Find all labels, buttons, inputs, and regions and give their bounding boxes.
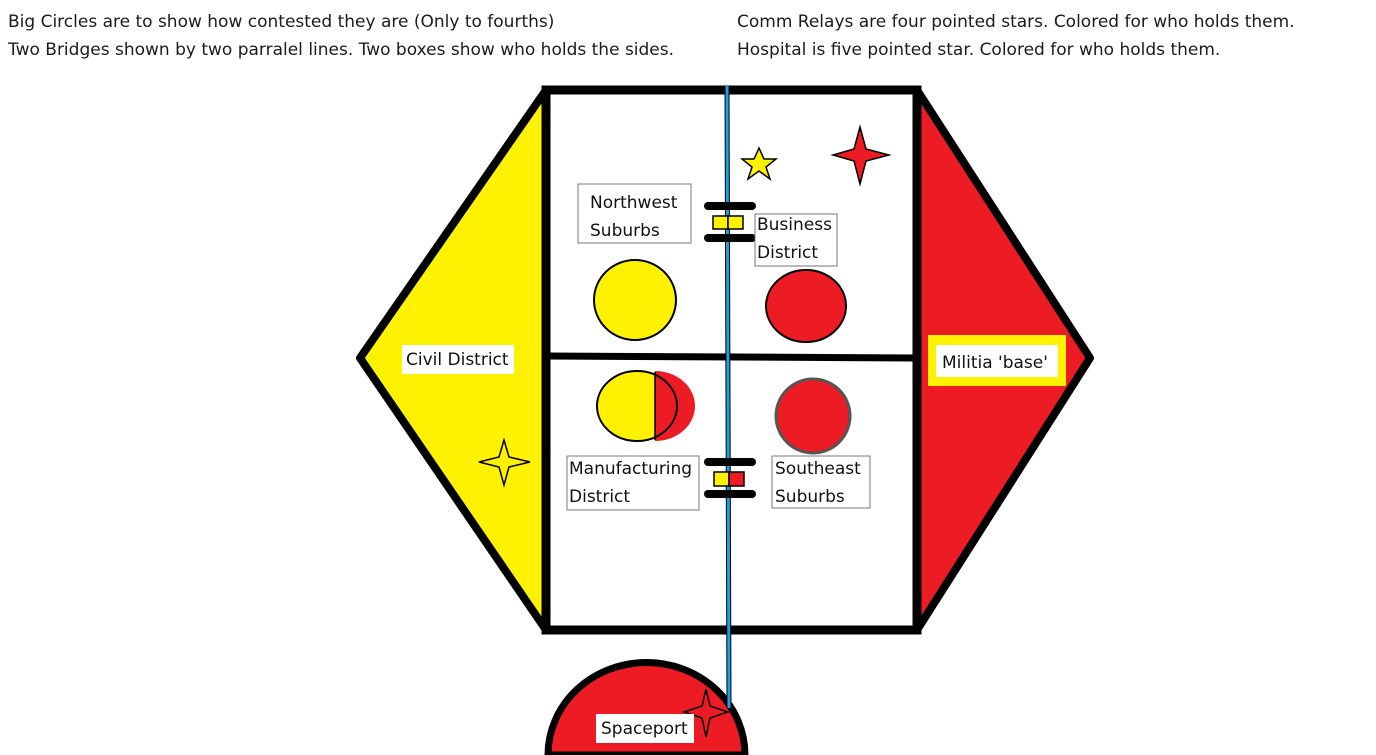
label-box <box>577 183 692 244</box>
label-line-1: Business <box>757 215 832 235</box>
hospital-star-icon <box>739 146 779 181</box>
spaceport-label: Spaceport <box>596 714 694 743</box>
business-district-label: Business District <box>754 213 838 267</box>
label-line-2: District <box>569 487 630 507</box>
manufacturing-district-label: Manufacturing District <box>566 455 700 511</box>
legend-note-comm-relays: Comm Relays are four pointed stars. Colo… <box>737 12 1295 32</box>
legend-notes-right: Comm Relays are four pointed stars. Colo… <box>737 8 1295 64</box>
northwest-suburbs-control-circle <box>593 259 677 341</box>
bridge-west-holder-box <box>713 471 730 487</box>
label-box <box>596 714 694 743</box>
label-line-1: Manufacturing <box>569 459 692 479</box>
label-line-2: Suburbs <box>590 221 660 241</box>
legend-note-circles: Big Circles are to show how contested th… <box>8 12 555 32</box>
southeast-suburbs-label: Southeast Suburbs <box>771 455 871 509</box>
label-line-1: Northwest <box>590 193 678 213</box>
label-text: Militia 'base' <box>942 353 1048 373</box>
label-text: Spaceport <box>601 719 688 739</box>
business-district-control-circle <box>765 269 847 343</box>
label-box <box>754 213 838 267</box>
label-text: Civil District <box>406 350 509 370</box>
manufacturing-circle-red-quarter <box>655 371 695 441</box>
militia-base-label: Militia 'base' <box>928 335 1066 386</box>
legend-note-hospital: Hospital is five pointed star. Colored f… <box>737 40 1221 60</box>
southeast-suburbs-control-circle <box>774 377 852 455</box>
comm-relay-civil-star-icon <box>478 437 531 488</box>
south-bridge <box>704 458 756 498</box>
civil-district-label: Civil District <box>402 345 514 374</box>
river-line-water <box>725 85 731 709</box>
label-box <box>402 345 514 374</box>
label-box <box>566 455 700 511</box>
manufacturing-circle-outline <box>596 370 678 442</box>
legend-notes-left: Big Circles are to show how contested th… <box>8 8 674 64</box>
comm-relay-spaceport-star-icon <box>681 688 731 738</box>
north-bridge <box>704 202 756 242</box>
legend-note-bridges: Two Bridges shown by two parralel lines.… <box>8 40 675 60</box>
bridge-east-holder-box <box>727 215 744 230</box>
manufacturing-district-control-circle <box>596 370 695 442</box>
bridge-east-holder-box <box>728 471 745 487</box>
comm-relay-business-star-icon <box>830 124 892 187</box>
label-inner-box <box>936 345 1058 377</box>
label-box <box>771 455 871 509</box>
label-line-1: Southeast <box>775 459 861 479</box>
label-line-2: District <box>757 243 818 263</box>
northwest-suburbs-label: Northwest Suburbs <box>577 183 692 244</box>
label-line-2: Suburbs <box>775 487 845 507</box>
bridge-west-holder-box <box>712 215 729 230</box>
center-divider-line <box>545 352 918 362</box>
